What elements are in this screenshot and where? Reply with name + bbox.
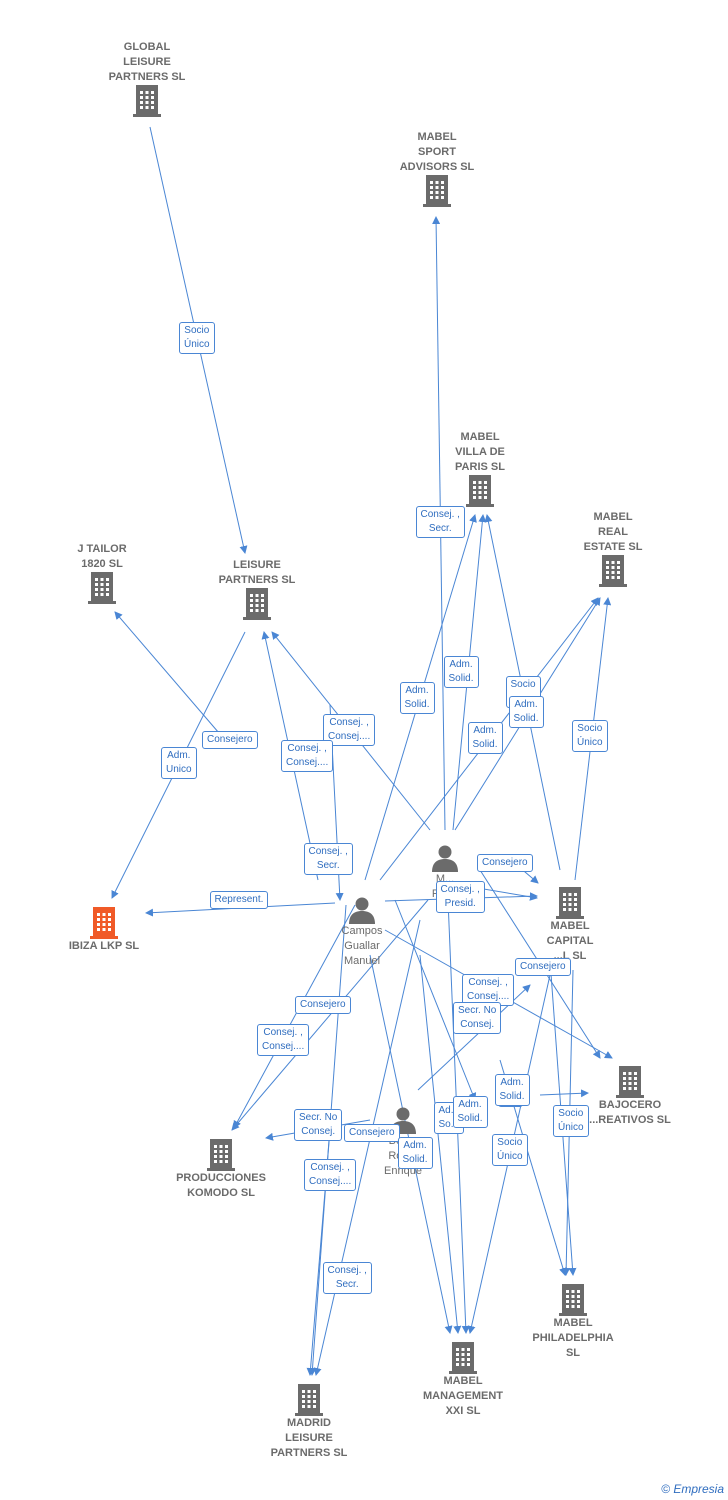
- building-icon: [88, 572, 116, 604]
- edge-label[interactable]: Consejero: [515, 958, 571, 976]
- node-villa[interactable]: MABEL VILLA DE PARIS SL: [420, 430, 540, 507]
- building-icon: [295, 1384, 323, 1416]
- building-icon: [133, 85, 161, 117]
- edge-label[interactable]: Socio Único: [492, 1134, 528, 1166]
- person-icon: [432, 845, 458, 872]
- node-campos[interactable]: Campos Guallar Manuel: [312, 896, 412, 969]
- relation-edge: [231, 899, 429, 1131]
- building-icon: [616, 1066, 644, 1098]
- edge-label[interactable]: Secr. No Consej.: [294, 1109, 343, 1141]
- edge-label[interactable]: Adm. Solid.: [508, 696, 544, 728]
- edge-label[interactable]: Socio Único: [179, 322, 215, 354]
- edge-label[interactable]: Consej. , Presid.: [435, 881, 485, 913]
- edge-label[interactable]: Consejero: [344, 1124, 400, 1142]
- node-label: J TAILOR 1820 SL: [77, 543, 127, 570]
- node-label: IBIZA LKP SL: [68, 940, 140, 952]
- node-leisure[interactable]: LEISURE PARTNERS SL: [197, 558, 317, 620]
- edge-label[interactable]: Consej. , Consej....: [281, 740, 334, 772]
- node-bajocero[interactable]: BAJOCERO ...REATIVOS SL: [570, 1066, 690, 1128]
- node-capital[interactable]: MABEL CAPITAL ...L SL: [510, 887, 630, 964]
- building-icon: [243, 588, 271, 620]
- person-icon: [349, 897, 375, 924]
- relation-edge: [539, 1089, 589, 1098]
- edge-label[interactable]: Consejero: [477, 854, 533, 872]
- building-icon: [559, 1284, 587, 1316]
- node-label: LEISURE PARTNERS SL: [218, 559, 296, 586]
- edge-label[interactable]: Consejero: [202, 731, 258, 749]
- node-madrid[interactable]: MADRID LEISURE PARTNERS SL: [249, 1384, 369, 1461]
- node-label: BAJOCERO ...REATIVOS SL: [589, 1099, 671, 1126]
- node-label: MABEL PHILADELPHIA SL: [532, 1317, 614, 1359]
- edge-label[interactable]: Adm. Solid.: [494, 1074, 530, 1106]
- building-icon: [90, 907, 118, 939]
- node-realestate[interactable]: MABEL REAL ESTATE SL: [553, 510, 673, 587]
- building-icon: [556, 887, 584, 919]
- node-label: MABEL REAL ESTATE SL: [583, 511, 643, 553]
- edge-label[interactable]: Consej. , Secr.: [303, 843, 353, 875]
- node-label: MADRID LEISURE PARTNERS SL: [270, 1417, 348, 1459]
- relation-edge: [313, 919, 421, 1376]
- node-ibiza[interactable]: IBIZA LKP SL: [44, 907, 164, 954]
- edge-label[interactable]: Socio Único: [553, 1105, 589, 1137]
- edge-label[interactable]: Consej. , Secr.: [322, 1262, 372, 1294]
- relation-edge: [419, 954, 462, 1334]
- edge-label[interactable]: Represent.: [209, 891, 269, 909]
- building-icon: [599, 555, 627, 587]
- edge-label[interactable]: Adm. Solid.: [399, 682, 435, 714]
- node-global[interactable]: GLOBAL LEISURE PARTNERS SL: [87, 40, 207, 117]
- node-label: PRODUCCIONES KOMODO SL: [176, 1172, 266, 1199]
- node-label: GLOBAL LEISURE PARTNERS SL: [108, 41, 186, 83]
- edge-label[interactable]: Adm. Solid.: [443, 656, 479, 688]
- edge-label[interactable]: Consej. , Secr.: [415, 506, 465, 538]
- edge-label[interactable]: Adm. Solid.: [397, 1137, 433, 1169]
- node-komodo[interactable]: PRODUCCIONES KOMODO SL: [161, 1139, 281, 1201]
- building-icon: [449, 1342, 477, 1374]
- relation-edge: [233, 904, 356, 1129]
- edge-label[interactable]: Consejero: [295, 996, 351, 1014]
- node-philadelphia[interactable]: MABEL PHILADELPHIA SL: [513, 1284, 633, 1361]
- edge-label[interactable]: Adm. Solid.: [452, 1096, 488, 1128]
- edge-label[interactable]: Adm. Solid.: [467, 722, 503, 754]
- edge-label[interactable]: Secr. No Consej.: [453, 1002, 502, 1034]
- copyright[interactable]: © Empresia: [661, 1482, 724, 1496]
- building-icon: [207, 1139, 235, 1171]
- node-sport[interactable]: MABEL SPORT ADVISORS SL: [377, 130, 497, 207]
- edge-label[interactable]: Adm. Unico: [161, 747, 197, 779]
- edge-label[interactable]: Consej. , Consej....: [304, 1159, 357, 1191]
- node-label: Campos Guallar Manuel: [341, 925, 383, 967]
- node-jtailor[interactable]: J TAILOR 1820 SL: [42, 542, 162, 604]
- edge-label[interactable]: Consej. , Consej....: [257, 1024, 310, 1056]
- edge-label[interactable]: Socio Único: [572, 720, 608, 752]
- relation-edge: [394, 899, 477, 1101]
- node-label: MABEL SPORT ADVISORS SL: [399, 131, 475, 173]
- relation-edge: [114, 611, 226, 741]
- node-label: MABEL VILLA DE PARIS SL: [455, 431, 505, 473]
- node-management[interactable]: MABEL MANAGEMENT XXI SL: [403, 1342, 523, 1419]
- building-icon: [423, 175, 451, 207]
- building-icon: [466, 475, 494, 507]
- node-label: MABEL MANAGEMENT XXI SL: [422, 1375, 504, 1417]
